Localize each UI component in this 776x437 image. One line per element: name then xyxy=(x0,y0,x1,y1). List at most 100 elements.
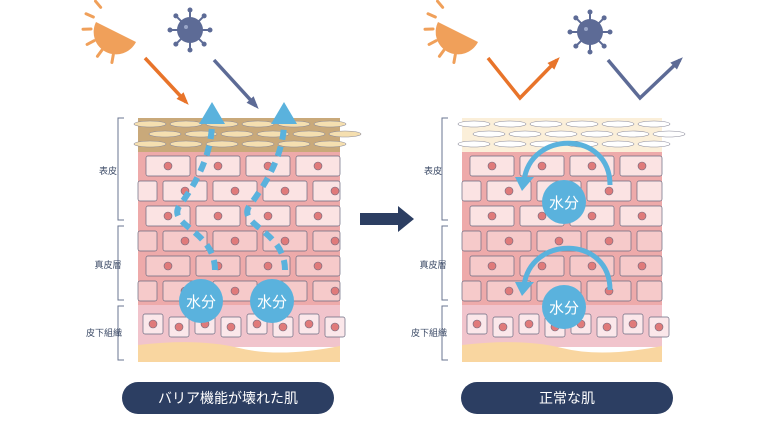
layer-bracket xyxy=(441,225,448,301)
fat-layer xyxy=(462,342,662,362)
cell-nucleus xyxy=(230,186,240,196)
virus-spike-tip xyxy=(607,29,613,35)
layer-bracket xyxy=(117,117,124,221)
keratin-flake xyxy=(313,120,347,128)
cell-nucleus xyxy=(313,211,323,221)
sun-ray xyxy=(426,12,437,19)
cell xyxy=(137,180,158,202)
label-epidermis-left: 表皮 xyxy=(98,167,118,177)
cell-nucleus xyxy=(278,322,288,332)
keratin-flake xyxy=(169,140,203,148)
keratin-flake xyxy=(457,120,491,128)
transition-arrow-icon xyxy=(360,206,414,232)
virus-icon xyxy=(167,7,213,53)
label-epidermis-right: 表皮 xyxy=(423,167,443,177)
cell-nucleus xyxy=(304,319,314,329)
cell-nucleus xyxy=(330,286,340,296)
cell-nucleus xyxy=(174,322,184,332)
cell-nucleus xyxy=(226,322,236,332)
virus-icon xyxy=(567,9,613,55)
water-retained-arrowhead xyxy=(515,177,534,191)
water-escape-dashed-arrow xyxy=(244,121,288,271)
cell-nucleus xyxy=(587,211,597,221)
virus-body xyxy=(177,17,203,43)
keratin-flake xyxy=(508,130,542,138)
keratin-flake xyxy=(601,140,635,148)
cell-nucleus xyxy=(280,236,290,246)
cell-nucleus xyxy=(487,161,497,171)
virus-body xyxy=(577,19,603,45)
sun-ray xyxy=(95,48,104,58)
sun-ray xyxy=(94,0,103,9)
water-badge: 水分 xyxy=(542,285,586,329)
sun-ray xyxy=(84,12,95,19)
sun-body xyxy=(435,22,478,55)
sun-ray xyxy=(452,53,457,64)
cell-nucleus xyxy=(252,319,262,329)
uv-reflected-arrow-head xyxy=(547,57,560,70)
cell-nucleus xyxy=(628,319,638,329)
virus-spike-tip xyxy=(207,27,213,33)
label-dermis-left: 真皮層 xyxy=(94,261,122,271)
cell xyxy=(137,230,158,252)
layer-bracket xyxy=(441,117,448,221)
virus-reflected-arrow xyxy=(606,58,682,101)
layer-bracket xyxy=(117,305,124,361)
virus-spike-tip xyxy=(187,47,193,53)
cell-nucleus xyxy=(654,322,664,332)
keratin-flake xyxy=(220,130,254,138)
cell-nucleus xyxy=(487,211,497,221)
keratin-flake xyxy=(580,130,614,138)
keratin-flake xyxy=(529,120,563,128)
virus-spike-tip xyxy=(201,13,207,19)
cell-nucleus xyxy=(487,261,497,271)
virus-arrow xyxy=(212,58,258,108)
cell-nucleus xyxy=(330,322,340,332)
water-escape-dashed-arrow xyxy=(174,121,218,271)
keratin-flake xyxy=(277,140,311,148)
cell-nucleus xyxy=(163,211,173,221)
virus-dot xyxy=(184,25,188,29)
cell xyxy=(312,230,341,252)
damaged-skin-cross-section xyxy=(117,117,362,362)
cell xyxy=(461,180,482,202)
keratin-flake xyxy=(493,140,527,148)
sun-ray xyxy=(85,39,96,46)
caption-normal-skin: 正常な肌 xyxy=(461,382,673,414)
virus-spike-tip xyxy=(573,15,579,21)
sun-icon xyxy=(81,0,136,64)
water-escape-arrowhead xyxy=(271,102,297,124)
virus-dot xyxy=(584,27,588,31)
keratin-flake xyxy=(292,130,326,138)
cell-nucleus xyxy=(163,261,173,271)
cell-nucleus xyxy=(637,261,647,271)
keratin-flake xyxy=(328,130,362,138)
water-escape-arrowhead xyxy=(199,102,225,124)
cell-nucleus xyxy=(504,236,514,246)
virus-spike-tip xyxy=(173,41,179,47)
cell-nucleus xyxy=(330,186,340,196)
cell xyxy=(636,280,663,302)
cell-nucleus xyxy=(148,319,158,329)
cell-nucleus xyxy=(280,186,290,196)
cell-nucleus xyxy=(263,211,273,221)
water-badge: 水分 xyxy=(179,279,223,323)
keratin-flake xyxy=(652,130,686,138)
keratin-flake xyxy=(133,140,167,148)
cell-nucleus xyxy=(163,161,173,171)
virus-spike-tip xyxy=(601,15,607,21)
water-retained-arrowhead xyxy=(515,282,534,296)
keratin-flake xyxy=(241,140,275,148)
cell-nucleus xyxy=(537,161,547,171)
sun-ray xyxy=(110,53,115,64)
keratin-flake xyxy=(457,140,491,148)
cell-nucleus xyxy=(604,236,614,246)
sun-body xyxy=(93,22,136,55)
keratin-flake xyxy=(148,130,182,138)
cell-nucleus xyxy=(263,261,273,271)
virus-spike-tip xyxy=(173,13,179,19)
cell-nucleus xyxy=(587,161,597,171)
sun-ray xyxy=(437,48,446,58)
